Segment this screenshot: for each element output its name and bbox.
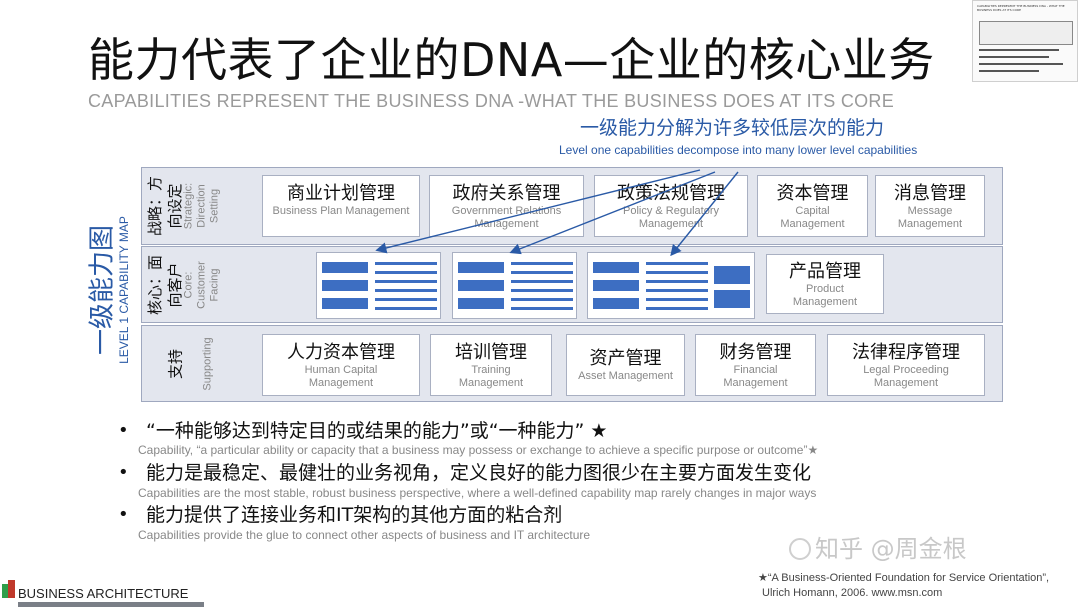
bullet-2-zh: 能力是最稳定、最健壮的业务视角，定义良好的能力图很少在主要方面发生变化 <box>146 462 812 484</box>
citation-line-2: Ulrich Homann, 2006. www.msn.com <box>762 587 943 599</box>
band-strategic: 战略：方向设定 Strategic: Direction Setting 商业计… <box>141 167 1003 245</box>
annotation-en: Level one capabilities decompose into ma… <box>559 143 918 157</box>
sub-capability-group-1 <box>316 252 441 319</box>
arrow-2 <box>509 171 716 255</box>
capability-government-relations[interactable]: 政府关系管理 Government Relations Management <box>429 175 584 237</box>
brand-bar <box>18 602 204 607</box>
capability-financial[interactable]: 财务管理 Financial Management <box>695 334 816 396</box>
bullet-1-zh: “一种能够达到特定目的或结果的能力”或“一种能力” ★ <box>146 420 608 442</box>
bullet-2-en: Capabilities are the most stable, robust… <box>138 486 817 500</box>
band-core: 核心：面向客户 Core: Customer Facing <box>141 246 1003 323</box>
capability-message[interactable]: 消息管理 Message Management <box>875 175 985 237</box>
page-title: 能力代表了企业的DNA—企业的核心业务 <box>88 33 935 87</box>
capability-policy-regulatory[interactable]: 政策法规管理 Policy & Regulatory Management <box>594 175 748 237</box>
thumbnail-title: CAPABILITIES REPRESENT THE BUSINESS DNA … <box>977 4 1065 12</box>
arrow-3 <box>670 171 739 257</box>
sub-capability-group-2 <box>452 252 577 319</box>
brand-name: BUSINESS ARCHITECTURE <box>18 586 189 601</box>
arrow-1 <box>375 169 701 254</box>
sub-capability-group-3 <box>587 252 755 319</box>
bullet-3-en: Capabilities provide the glue to connect… <box>138 528 591 542</box>
capability-product[interactable]: 产品管理 Product Management <box>766 254 884 314</box>
brand-logo-icon <box>2 580 16 598</box>
page-subtitle: CAPABILITIES REPRESENT THE BUSINESS DNA … <box>88 91 895 111</box>
capability-business-plan[interactable]: 商业计划管理 Business Plan Management <box>262 175 420 237</box>
capability-training[interactable]: 培训管理 Training Management <box>430 334 552 396</box>
annotation-zh: 一级能力分解为许多较低层次的能力 <box>580 117 885 139</box>
capability-asset[interactable]: 资产管理 Asset Management <box>566 334 685 396</box>
bullet-1-en: Capability, “a particular ability or cap… <box>138 443 819 457</box>
capability-legal-proceeding[interactable]: 法律程序管理 Legal Proceeding Management <box>827 334 985 396</box>
capability-capital[interactable]: 资本管理 Capital Management <box>757 175 868 237</box>
bullet-3-zh: 能力提供了连接业务和IT架构的其他方面的粘合剂 <box>146 504 563 526</box>
bullet-dot-3: • <box>118 504 129 525</box>
bullet-dot-2: • <box>118 462 129 483</box>
band-support: 支持 Supporting 人力资本管理 Human Capital Manag… <box>141 325 1003 402</box>
slide-thumbnail: CAPABILITIES REPRESENT THE BUSINESS DNA … <box>972 0 1078 82</box>
watermark-icon <box>789 538 811 560</box>
watermark: 知乎 @周金根 <box>815 535 967 563</box>
capability-human-capital[interactable]: 人力资本管理 Human Capital Management <box>262 334 420 396</box>
bullet-dot-1: • <box>118 420 129 441</box>
citation-line-1: ★“A Business-Oriented Foundation for Ser… <box>758 572 1050 584</box>
